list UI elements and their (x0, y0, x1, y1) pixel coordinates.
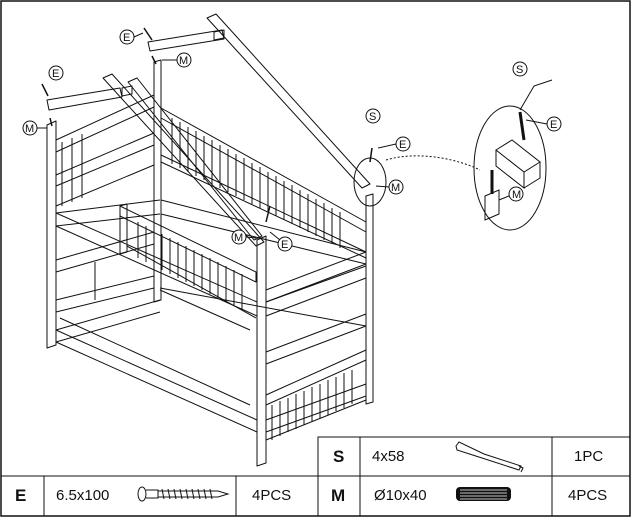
top-crossbar-left (46, 87, 123, 111)
part-qty-s: 1PC (574, 448, 604, 465)
part-key-s: S (333, 447, 345, 466)
roof-beam-left-lower (102, 73, 265, 247)
part-qty-e: 4PCS (252, 487, 292, 504)
callout-m-label-4: M (234, 232, 243, 244)
callout-m-joint-right: M (375, 179, 404, 195)
parts-table (0, 436, 631, 517)
joint-hardware (41, 27, 373, 223)
part-key-m: M (331, 486, 346, 505)
callout-e-label-2: E (123, 32, 130, 44)
callout-e-top-left: E (48, 65, 64, 81)
roof-beam-left (127, 77, 263, 241)
callout-e-top-center: E (119, 29, 144, 45)
callout-s-detail: S (512, 61, 528, 77)
bunk-bed-illustration (46, 13, 374, 467)
part-size-s: 4x58 (372, 448, 405, 465)
callout-m-label-2: M (179, 55, 188, 67)
detail-magnifier (353, 79, 553, 231)
upper-front-slats (137, 222, 243, 310)
top-crossbar-right (147, 29, 225, 52)
callout-m-top-center: M (162, 52, 192, 68)
callout-e-label-3: E (399, 139, 406, 151)
part-key-e: E (15, 486, 27, 505)
callout-e-detail: E (525, 116, 562, 132)
callout-s-joint: S (365, 108, 381, 124)
callout-e-joint-right: E (377, 136, 411, 152)
callout-m-label: M (25, 123, 34, 135)
part-qty-m: 4PCS (568, 487, 608, 504)
callout-m-label-3: M (391, 182, 400, 194)
callout-m-top-left: M (22, 120, 47, 136)
callout-e-joint-center: E (269, 231, 293, 252)
allen-key-icon (455, 441, 524, 473)
callout-e-label-5: E (550, 119, 557, 131)
part-size-m: Ø10x40 (374, 487, 427, 504)
roof-beam-right (206, 13, 371, 189)
screw-icon (137, 486, 230, 502)
part-size-e: 6.5x100 (56, 487, 110, 504)
callout-s-label-2: S (516, 64, 523, 76)
callout-s-label: S (369, 111, 376, 123)
lower-right-slats (271, 370, 353, 440)
callout-m-detail: M (498, 186, 524, 202)
callout-m-joint-center: M (231, 229, 257, 245)
dowel-icon (456, 487, 511, 501)
callout-e-label: E (52, 68, 59, 80)
callout-m-label-5: M (512, 189, 521, 201)
callout-e-label-4: E (281, 239, 288, 251)
